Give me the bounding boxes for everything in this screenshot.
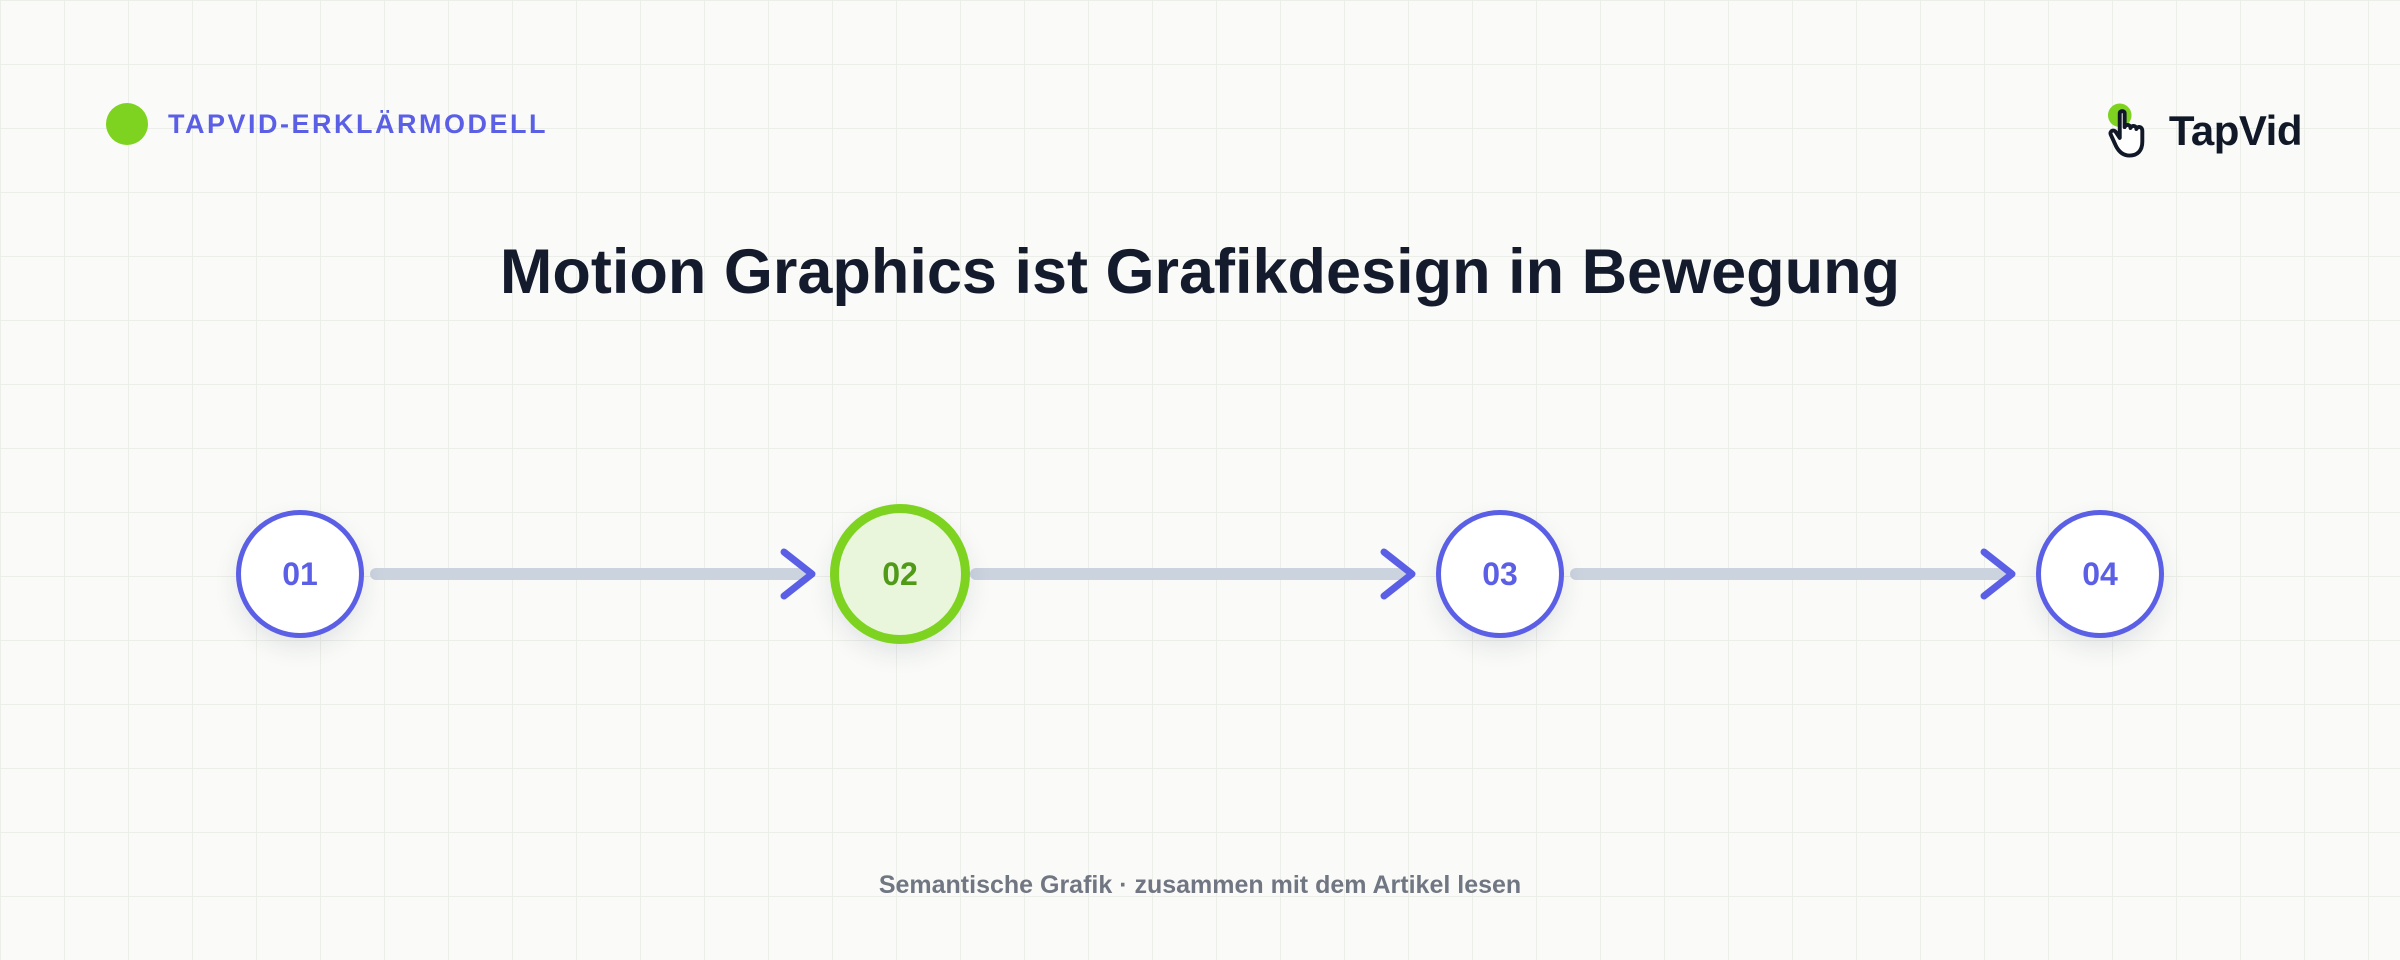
step-01: 01 <box>236 510 364 638</box>
brand-name: TapVid <box>2168 107 2303 154</box>
footer-caption: Semantische Grafik · zusammen mit dem Ar… <box>878 871 1522 899</box>
page-title: Motion Graphics ist Grafikdesign in Bewe… <box>499 237 1901 307</box>
chevron-right-icon <box>1380 548 1416 600</box>
step-03: 03 <box>1436 510 1564 638</box>
green-dot-icon <box>106 103 148 145</box>
step-04: 04 <box>2036 510 2164 638</box>
step-number: 02 <box>882 555 918 592</box>
hand-pointer-icon <box>2107 103 2145 158</box>
step-number: 03 <box>1482 555 1518 592</box>
connector-2-3 <box>970 568 1412 580</box>
connector-1-2 <box>370 568 812 580</box>
step-number: 01 <box>282 555 318 592</box>
tapvid-logo: TapVid <box>2106 100 2303 162</box>
eyebrow-label: TAPVID-ERKLÄRMODELL <box>168 109 548 139</box>
connector-3-4 <box>1570 568 2012 580</box>
chevron-right-icon <box>780 548 816 600</box>
step-number: 04 <box>2082 555 2118 592</box>
step-02-active: 02 <box>830 504 970 644</box>
chevron-right-icon <box>1980 548 2016 600</box>
eyebrow: TAPVID-ERKLÄRMODELL <box>106 103 548 145</box>
